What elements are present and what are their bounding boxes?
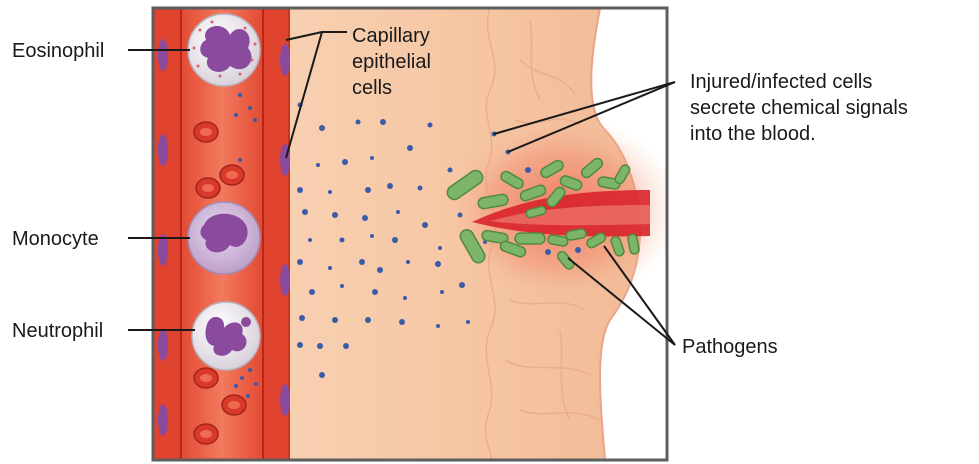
label-monocyte: Monocyte <box>12 228 99 250</box>
label-pathogens: Pathogens <box>682 336 778 358</box>
label-injured-line-1: Injured/infected cells <box>690 71 872 93</box>
label-injured-cells: Injured/infected cells secrete chemical … <box>690 71 913 145</box>
eosinophil-cell <box>188 14 260 86</box>
neutrophil-cell <box>192 302 260 370</box>
monocyte-cell <box>188 202 260 274</box>
label-capillary-line-2: epithelial <box>352 51 431 73</box>
illustration-area <box>153 8 680 460</box>
label-injured-line-3: into the blood. <box>690 123 816 145</box>
label-neutrophil: Neutrophil <box>12 320 103 342</box>
label-eosinophil: Eosinophil <box>12 40 104 62</box>
label-capillary-line-3: cells <box>352 77 392 99</box>
label-capillary-line-1: Capillary <box>352 25 430 47</box>
label-injured-line-2: secrete chemical signals <box>690 97 908 119</box>
